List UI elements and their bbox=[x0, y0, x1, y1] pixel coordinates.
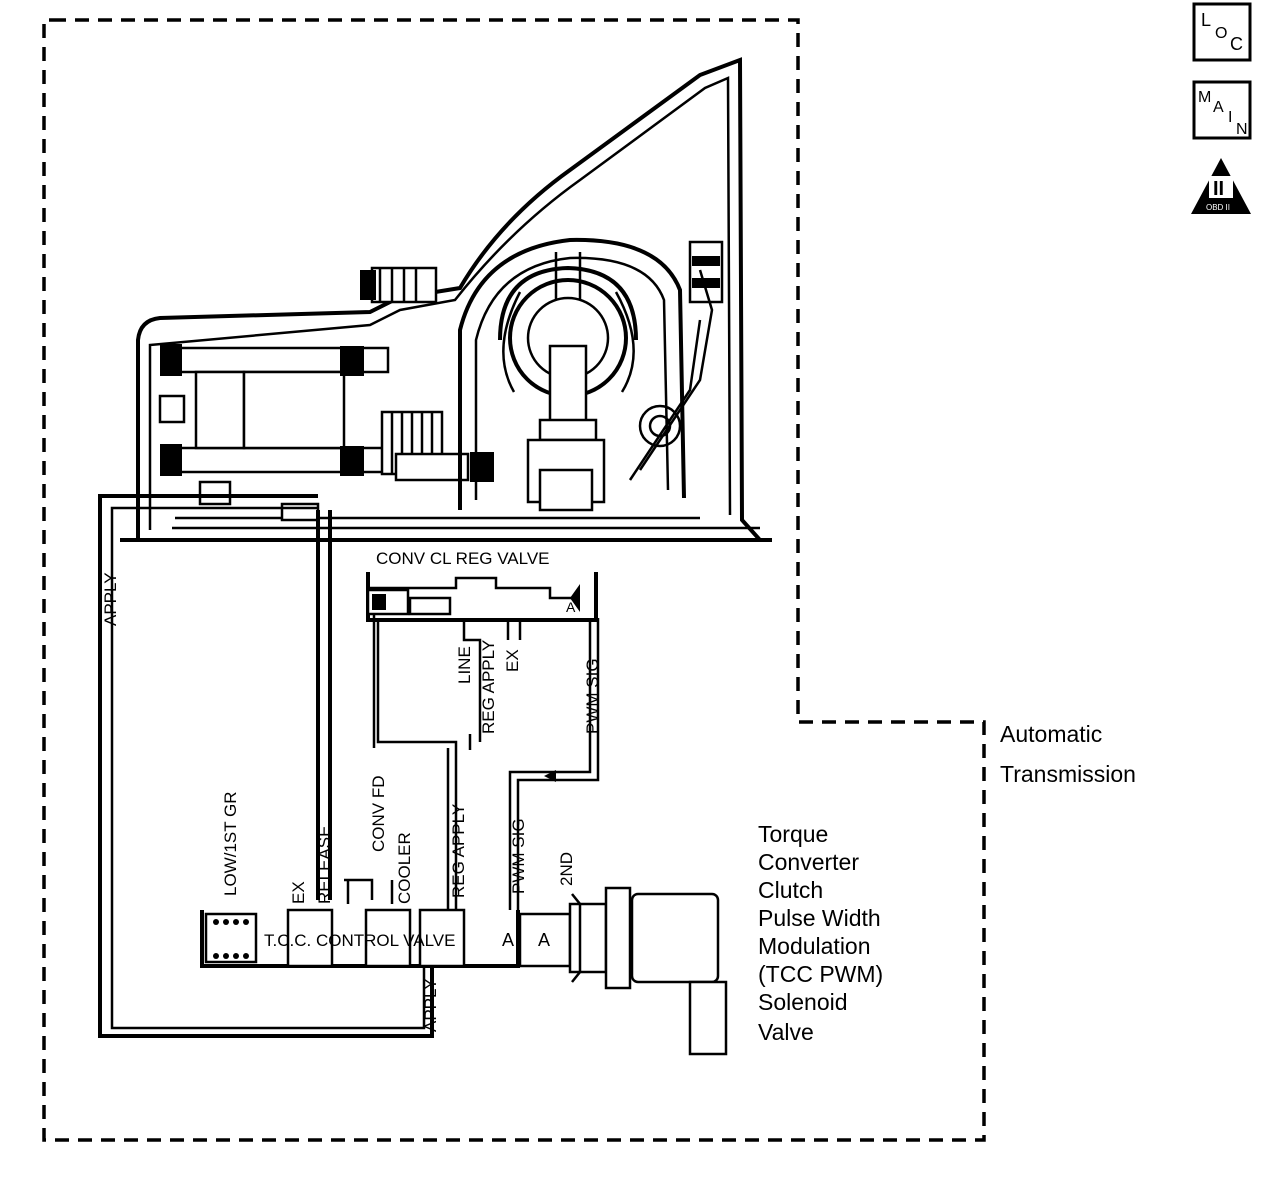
svg-text:Pulse Width: Pulse Width bbox=[758, 905, 881, 931]
svg-text:A: A bbox=[502, 930, 514, 950]
label-cooler: COOLER bbox=[395, 832, 414, 904]
passage-labels: APPLY LINE REG APPLY EX PWM SIG LOW/1ST … bbox=[101, 572, 602, 1032]
tcc-control-valve-label: T.C.C. CONTROL VALVE bbox=[264, 931, 455, 950]
loc-icon[interactable]: L O C bbox=[1192, 2, 1252, 62]
svg-text:I: I bbox=[1228, 109, 1232, 126]
svg-text:M: M bbox=[1198, 89, 1211, 106]
label-conv-fd: CONV FD bbox=[369, 776, 388, 853]
label-apply-left: APPLY bbox=[101, 572, 120, 626]
transmission-boundary bbox=[42, 18, 986, 1142]
svg-text:O: O bbox=[1215, 25, 1227, 42]
label-line: LINE bbox=[455, 646, 474, 684]
svg-text:Solenoid: Solenoid bbox=[758, 989, 848, 1015]
label-2nd: 2ND bbox=[557, 852, 576, 886]
main-icon[interactable]: M A I N bbox=[1192, 80, 1252, 140]
tcc-control-valve: T.C.C. CONTROL VALVE A bbox=[200, 908, 520, 968]
boundary-label-transmission: Transmission bbox=[1000, 761, 1136, 787]
svg-text:Clutch: Clutch bbox=[758, 877, 823, 903]
svg-text:A: A bbox=[538, 930, 550, 950]
conv-cl-reg-valve: A CONV CL REG VALVE bbox=[366, 549, 598, 622]
svg-text:L: L bbox=[1201, 10, 1211, 30]
svg-text:OBD II: OBD II bbox=[1206, 203, 1230, 212]
obd-ii-icon[interactable]: II OBD II bbox=[1191, 158, 1251, 214]
svg-text:A: A bbox=[566, 599, 576, 615]
label-reg-apply-top: REG APPLY bbox=[479, 640, 498, 734]
svg-text:Valve: Valve bbox=[758, 1019, 814, 1045]
label-reg-apply-bottom: REG APPLY bbox=[449, 804, 468, 898]
label-apply-bottom: APPLY bbox=[421, 978, 440, 1032]
svg-text:A: A bbox=[1213, 99, 1224, 116]
svg-text:II: II bbox=[1213, 178, 1224, 200]
label-low-1st-gr: LOW/1ST GR bbox=[221, 791, 240, 896]
svg-text:Torque: Torque bbox=[758, 821, 828, 847]
label-ex-bottom: EX bbox=[289, 881, 308, 904]
label-release: RELEASE bbox=[315, 826, 334, 904]
transmission-cross-section bbox=[120, 57, 772, 542]
label-pwm-sig-bottom: PWM SIG bbox=[509, 818, 528, 894]
svg-text:Converter: Converter bbox=[758, 849, 859, 875]
label-ex-top: EX bbox=[503, 649, 522, 672]
svg-text:C: C bbox=[1230, 34, 1243, 54]
boundary-label-automatic: Automatic bbox=[1000, 721, 1102, 747]
hydraulic-circuit bbox=[98, 494, 600, 1038]
conv-cl-reg-valve-label: CONV CL REG VALVE bbox=[376, 549, 550, 568]
svg-text:Modulation: Modulation bbox=[758, 933, 871, 959]
tcc-pwm-solenoid: A bbox=[518, 886, 728, 1056]
label-pwm-sig-top: PWM SIG bbox=[583, 658, 602, 734]
solenoid-description: Torque Converter Clutch Pulse Width Modu… bbox=[758, 821, 883, 1045]
svg-text:N: N bbox=[1236, 121, 1248, 138]
svg-text:(TCC PWM): (TCC PWM) bbox=[758, 961, 883, 987]
